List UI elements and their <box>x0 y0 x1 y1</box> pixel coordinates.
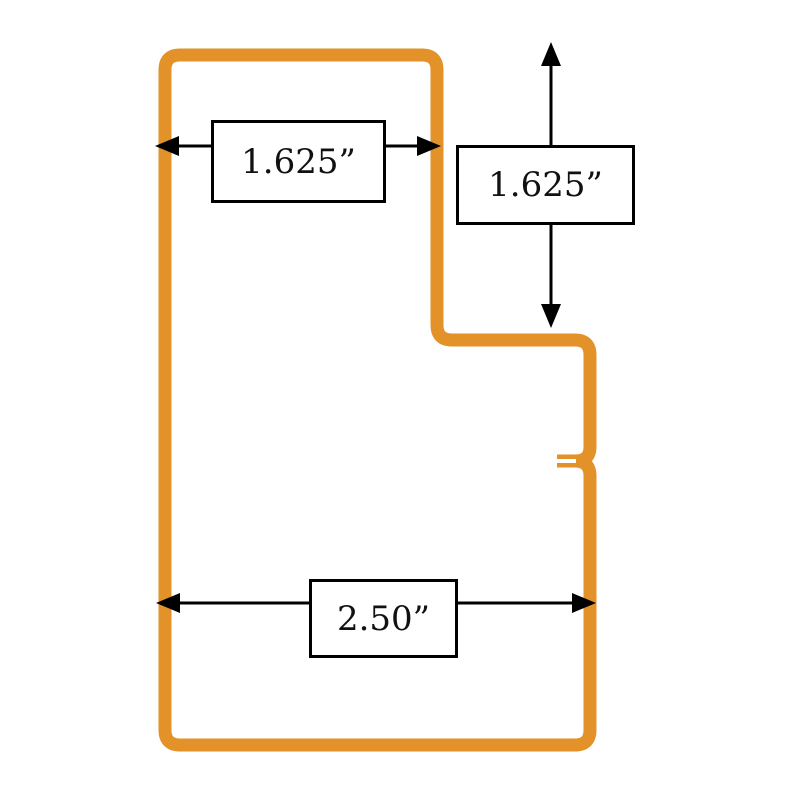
arrowhead-down-icon <box>541 304 561 328</box>
right-height-label: 1.625” <box>456 145 635 225</box>
arrowhead-right-icon <box>417 136 441 156</box>
arrowhead-left-icon <box>155 136 179 156</box>
arrowhead-left-icon <box>156 593 180 613</box>
bottom-width-label: 2.50” <box>309 579 458 658</box>
part-outline <box>158 48 597 752</box>
arrowhead-right-icon <box>572 593 596 613</box>
top-width-label: 1.625” <box>211 120 386 203</box>
arrowhead-up-icon <box>541 42 561 66</box>
notch-gap <box>552 459 576 463</box>
